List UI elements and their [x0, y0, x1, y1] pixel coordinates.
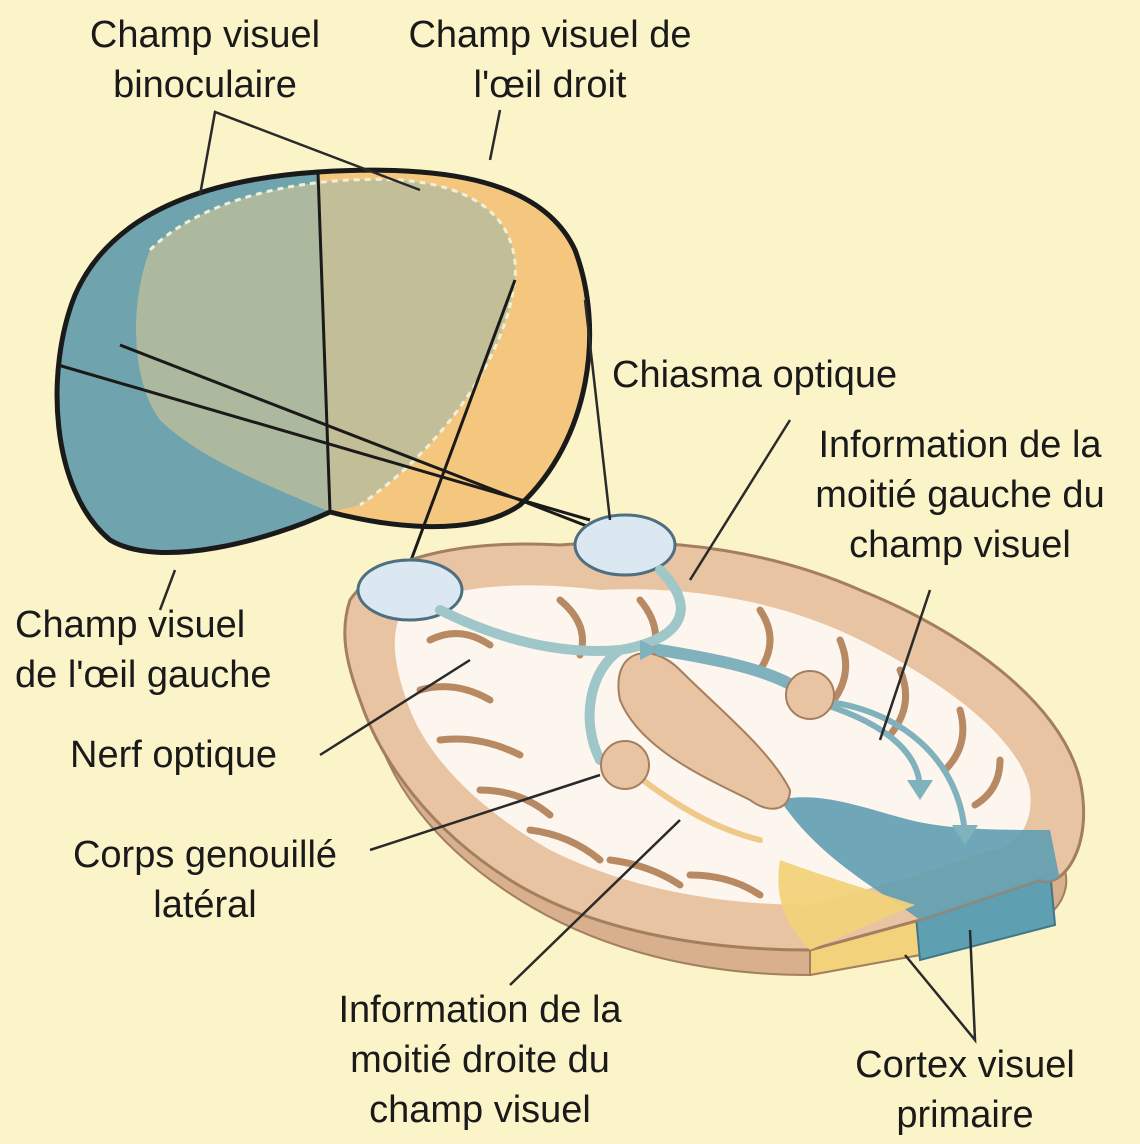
label-left-eye-field: Champ visuel de l'œil gauche — [15, 600, 272, 700]
label-right-half-info-line3: champ visuel — [300, 1085, 660, 1135]
label-right-half-info-line2: moitié droite du — [300, 1035, 660, 1085]
label-primary-visual-cortex: Cortex visuel primaire — [815, 1040, 1115, 1140]
label-right-eye-field-line2: l'œil droit — [380, 60, 720, 110]
label-optic-chiasm: Chiasma optique — [612, 350, 897, 400]
label-binocular-field: Champ visuel binoculaire — [60, 10, 350, 110]
label-right-half-info-line1: Information de la — [300, 985, 660, 1035]
label-binocular-field-line1: Champ visuel — [60, 10, 350, 60]
lateral-geniculate-left — [601, 741, 649, 789]
label-left-half-info-line3: champ visuel — [785, 520, 1135, 570]
label-left-eye-field-line1: Champ visuel — [15, 600, 272, 650]
label-lateral-geniculate: Corps genouillé latéral — [40, 830, 370, 930]
brain-section — [345, 515, 1084, 975]
label-optic-chiasm-line1: Chiasma optique — [612, 350, 897, 400]
label-optic-nerve-line1: Nerf optique — [70, 730, 277, 780]
label-optic-nerve: Nerf optique — [70, 730, 277, 780]
lateral-geniculate-right — [786, 671, 834, 719]
label-left-half-info: Information de la moitié gauche du champ… — [785, 420, 1135, 570]
label-left-eye-field-line2: de l'œil gauche — [15, 650, 272, 700]
label-lateral-geniculate-line2: latéral — [40, 880, 370, 930]
label-lateral-geniculate-line1: Corps genouillé — [40, 830, 370, 880]
label-left-half-info-line1: Information de la — [785, 420, 1135, 470]
label-right-half-info: Information de la moitié droite du champ… — [300, 985, 660, 1135]
label-left-half-info-line2: moitié gauche du — [785, 470, 1135, 520]
visual-field — [40, 150, 640, 590]
label-primary-visual-cortex-line1: Cortex visuel — [815, 1040, 1115, 1090]
label-primary-visual-cortex-line2: primaire — [815, 1090, 1115, 1140]
label-right-eye-field: Champ visuel de l'œil droit — [380, 10, 720, 110]
label-right-eye-field-line1: Champ visuel de — [380, 10, 720, 60]
label-binocular-field-line2: binoculaire — [60, 60, 350, 110]
